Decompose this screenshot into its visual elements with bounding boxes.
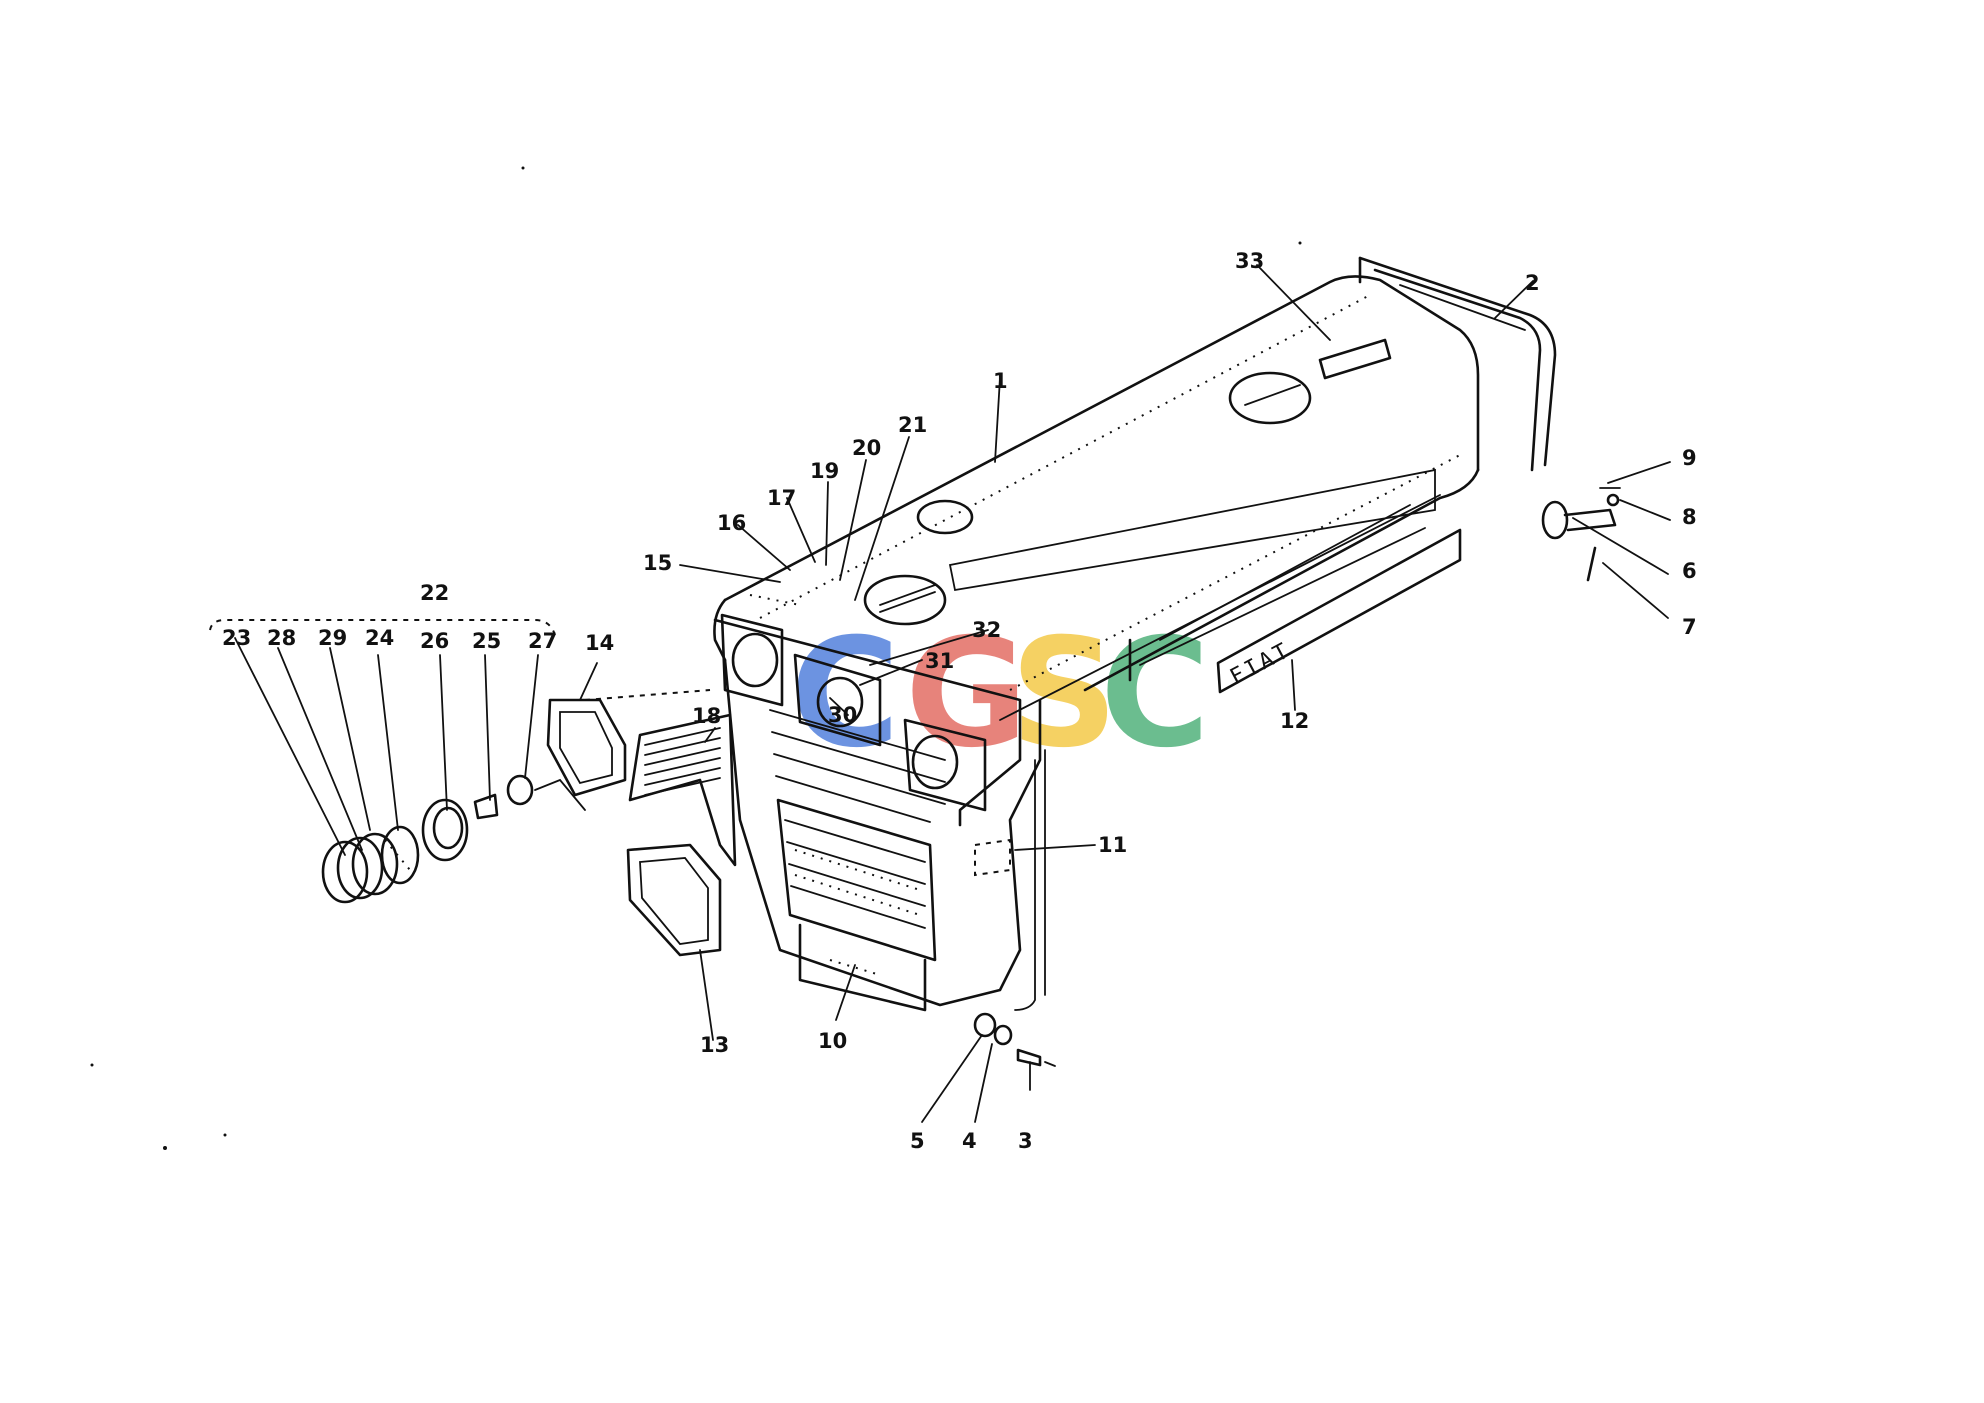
watermark-letter-4: C <box>1100 607 1210 781</box>
callout-28: 28 <box>267 626 296 650</box>
part-key <box>1541 487 1621 582</box>
part-18-grille <box>628 713 737 867</box>
callout-24: 24 <box>365 626 394 650</box>
callout-2: 2 <box>1525 271 1540 295</box>
callout-9: 9 <box>1682 446 1697 470</box>
watermark-letter-3: S <box>1010 607 1118 781</box>
callout-26: 26 <box>420 629 449 653</box>
callout-33: 33 <box>1235 249 1264 273</box>
callout-7: 7 <box>1682 615 1697 639</box>
part-bolts <box>973 1012 1056 1067</box>
callout-29: 29 <box>318 626 347 650</box>
callout-32: 32 <box>972 618 1001 642</box>
callout-20: 20 <box>852 436 881 460</box>
callout-14: 14 <box>585 631 614 655</box>
callout-19: 19 <box>810 459 839 483</box>
connector-line <box>584 689 711 701</box>
callout-27: 27 <box>528 629 557 653</box>
callout-23: 23 <box>222 626 251 650</box>
callout-15: 15 <box>643 551 672 575</box>
callout-21: 21 <box>898 413 927 437</box>
callout-31: 31 <box>925 649 954 673</box>
hood-body <box>713 256 1557 1012</box>
callout-16: 16 <box>717 511 746 535</box>
watermark-letter-1: C <box>790 607 900 781</box>
callout-18: 18 <box>692 704 721 728</box>
callout-3: 3 <box>1018 1129 1033 1153</box>
callout-10: 10 <box>818 1029 847 1053</box>
callout-12: 12 <box>1280 709 1309 733</box>
part-rings <box>321 774 586 904</box>
watermark: C G S C <box>790 607 1210 781</box>
scan-specks <box>90 166 1302 1150</box>
callout-13: 13 <box>700 1033 729 1057</box>
callout-6: 6 <box>1682 559 1697 583</box>
decal-text: FIAT <box>1226 638 1295 691</box>
leader-lines <box>234 264 1671 1123</box>
callout-1: 1 <box>993 369 1008 393</box>
callout-8: 8 <box>1682 505 1697 529</box>
callout-22: 22 <box>420 581 449 605</box>
callout-11: 11 <box>1098 833 1127 857</box>
callout-labels: 1 2 3 4 5 6 7 8 9 10 11 12 13 14 15 16 1… <box>222 249 1697 1153</box>
part-13-housing <box>626 843 722 957</box>
part-14-housing <box>546 698 627 797</box>
callout-17: 17 <box>767 486 796 510</box>
callout-30: 30 <box>828 703 857 727</box>
callout-25: 25 <box>472 629 501 653</box>
callout-5: 5 <box>910 1129 925 1153</box>
callout-4: 4 <box>962 1129 977 1153</box>
